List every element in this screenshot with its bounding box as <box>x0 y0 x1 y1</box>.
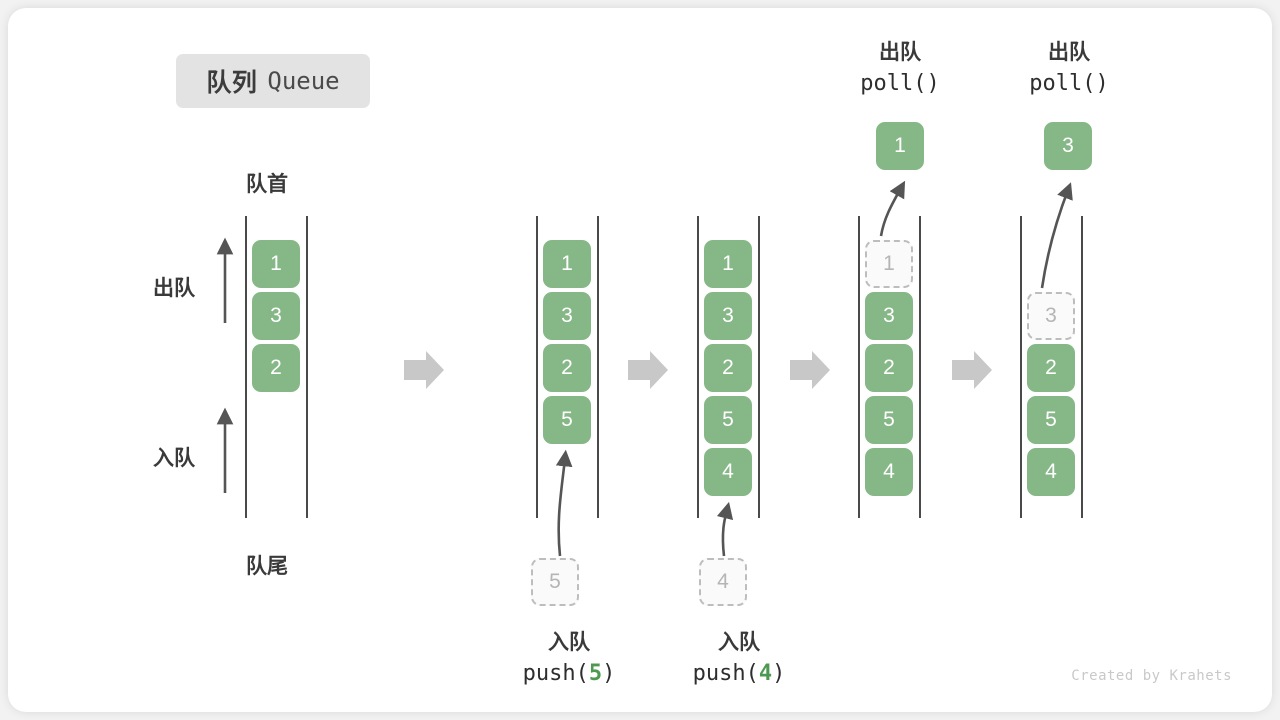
op-fn-close: ) <box>602 661 616 687</box>
queue-slot: 2 <box>865 344 913 392</box>
queue-tail-label: 队尾 <box>246 555 288 578</box>
diagram-card: 队列 Queue 队首 队尾 出队 入队 1 3 2 1 3 2 5 5 入队 <box>8 8 1272 712</box>
queue-slot: 4 <box>704 448 752 496</box>
rail-right <box>758 216 760 518</box>
queue-slot: 4 <box>1027 448 1075 496</box>
queue-head-label: 队首 <box>246 173 288 196</box>
step-separator-arrow-icon <box>952 351 992 389</box>
op-fn-close: ) <box>772 661 786 687</box>
op-caption-code: poll() <box>785 68 1015 100</box>
step-separator-arrow-icon <box>404 351 444 389</box>
dequeue-side-label: 出队 <box>153 277 195 300</box>
rail-right <box>597 216 599 518</box>
rail-right <box>306 216 308 518</box>
queue-slot: 5 <box>865 396 913 444</box>
queue-slot-ghost: 1 <box>865 240 913 288</box>
step-separator-arrow-icon <box>628 351 668 389</box>
poll-3-flow-arrow-icon <box>1040 182 1073 289</box>
rail-left <box>1020 216 1022 518</box>
op-caption-code: push(4) <box>624 658 854 690</box>
rail-left <box>697 216 699 518</box>
watermark-credit: Created by Krahets <box>1071 668 1232 684</box>
push-4-flow-arrow-icon <box>716 501 734 557</box>
op-caption-cn: 入队 <box>548 631 590 654</box>
op-fn-name: push( <box>522 661 589 687</box>
queue-slot-ghost: 3 <box>1027 292 1075 340</box>
op-fn-name: push( <box>692 661 759 687</box>
op-caption-code: poll() <box>954 68 1184 100</box>
op-caption-push-4: 入队 push(4) <box>624 628 854 690</box>
queue-slot: 3 <box>865 292 913 340</box>
op-fn-name: poll( <box>1029 71 1096 97</box>
queue-slot: 5 <box>543 396 591 444</box>
queue-slot: 3 <box>704 292 752 340</box>
queue-slot: 5 <box>1027 396 1075 444</box>
op-fn-close: ) <box>1095 71 1109 97</box>
rail-left <box>536 216 538 518</box>
rail-left <box>858 216 860 518</box>
op-caption-cn: 入队 <box>718 631 760 654</box>
title-english: Queue <box>267 67 340 95</box>
poll-1-flow-arrow-icon <box>879 180 906 237</box>
queue-slot: 5 <box>704 396 752 444</box>
op-fn-close: ) <box>926 71 940 97</box>
op-fn-arg: 5 <box>588 661 603 687</box>
op-fn-arg: 4 <box>758 661 773 687</box>
queue-slot: 1 <box>543 240 591 288</box>
op-caption-code: push(5) <box>454 658 684 690</box>
queue-slot: 2 <box>704 344 752 392</box>
arrow-overlay <box>216 180 1073 557</box>
incoming-ghost-box: 4 <box>699 558 747 606</box>
op-caption-push-5: 入队 push(5) <box>454 628 684 690</box>
incoming-ghost-box: 5 <box>531 558 579 606</box>
queue-slot: 1 <box>704 240 752 288</box>
enqueue-side-label: 入队 <box>153 447 195 470</box>
queue-slot: 4 <box>865 448 913 496</box>
op-caption-cn: 出队 <box>1048 41 1090 64</box>
title-chinese: 队列 <box>206 69 258 97</box>
op-caption-poll-3: 出队 poll() <box>954 38 1184 100</box>
rail-right <box>919 216 921 518</box>
push-5-flow-arrow-icon <box>555 449 573 557</box>
popped-box: 1 <box>876 122 924 170</box>
queue-slot: 2 <box>1027 344 1075 392</box>
rail-right <box>1081 216 1083 518</box>
popped-box: 3 <box>1044 122 1092 170</box>
queue-slot: 2 <box>252 344 300 392</box>
op-caption-poll-1: 出队 poll() <box>785 38 1015 100</box>
diagram-title-badge: 队列 Queue <box>176 54 370 108</box>
queue-slot: 1 <box>252 240 300 288</box>
queue-slot: 3 <box>543 292 591 340</box>
op-fn-name: poll( <box>860 71 927 97</box>
step-separator-arrow-icon <box>790 351 830 389</box>
op-caption-cn: 出队 <box>879 41 921 64</box>
queue-slot: 2 <box>543 344 591 392</box>
queue-slot: 3 <box>252 292 300 340</box>
rail-left <box>245 216 247 518</box>
